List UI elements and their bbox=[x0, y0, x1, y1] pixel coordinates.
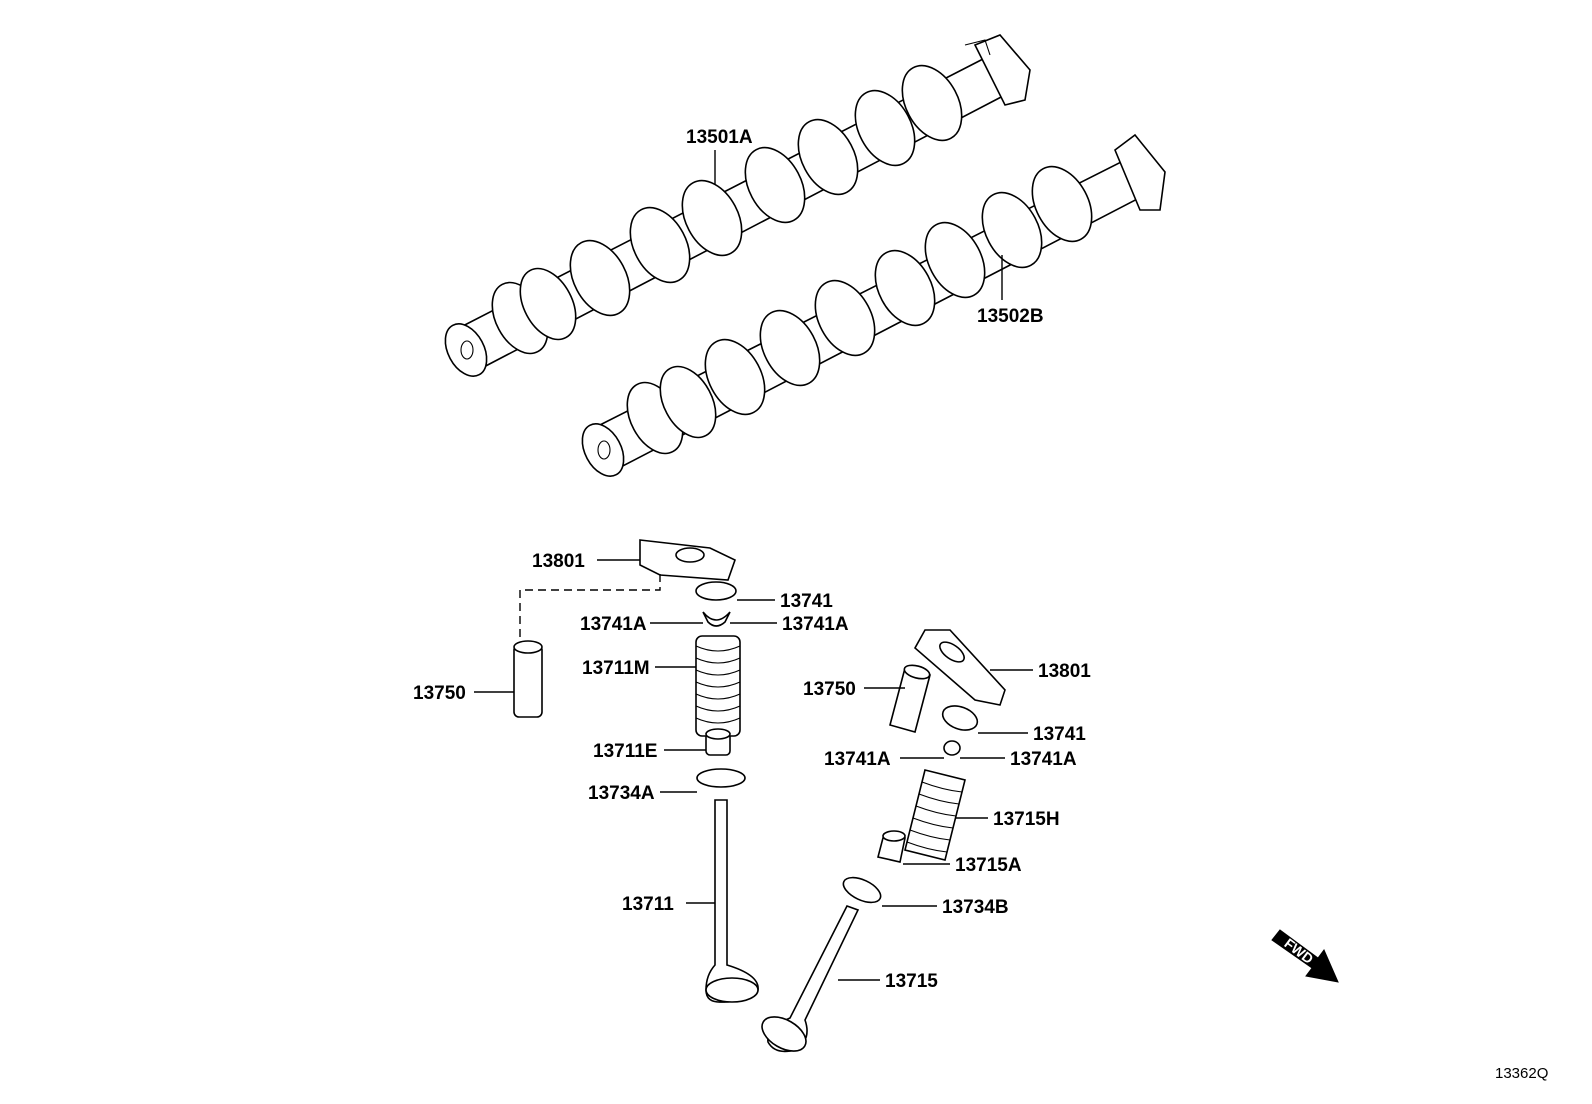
leader-lines bbox=[474, 150, 1033, 981]
label-13715A: 13715A bbox=[955, 855, 1022, 876]
label-13715: 13715 bbox=[885, 971, 938, 992]
label-13711M: 13711M bbox=[582, 658, 650, 679]
retainer-left bbox=[695, 581, 737, 601]
lash-adjuster-right bbox=[889, 664, 931, 733]
exhaust-valve bbox=[761, 905, 860, 1053]
label-13741A-right-a: 13741A bbox=[824, 749, 891, 770]
rocker-arm-right bbox=[913, 629, 1006, 706]
part-labels: 13501A 13502B 13801 13750 13741 13741A 1… bbox=[413, 127, 1091, 992]
label-13801-right: 13801 bbox=[1038, 661, 1091, 682]
cam-lobes-lower bbox=[626, 165, 1093, 455]
dashed-leader bbox=[519, 574, 661, 640]
spring-left bbox=[695, 635, 741, 737]
label-13501A: 13501A bbox=[686, 127, 753, 148]
label-13741-right: 13741 bbox=[1033, 724, 1086, 745]
valve-seat-right bbox=[842, 876, 882, 904]
cam-lobes-upper bbox=[491, 64, 963, 355]
label-13750-right: 13750 bbox=[803, 679, 856, 700]
label-13502B: 13502B bbox=[977, 306, 1044, 327]
fwd-arrow: FWD bbox=[1271, 929, 1339, 983]
keeper-left bbox=[702, 611, 731, 627]
keeper-right bbox=[943, 740, 961, 756]
intake-valve bbox=[705, 799, 759, 1003]
label-13711E: 13711E bbox=[593, 741, 657, 762]
label-13741-left: 13741 bbox=[780, 591, 833, 612]
label-13741A-right-b: 13741A bbox=[1010, 749, 1077, 770]
camshaft-upper bbox=[444, 34, 1031, 377]
retainer-right bbox=[941, 705, 979, 731]
valve-seat-left bbox=[696, 768, 746, 788]
label-13734A: 13734A bbox=[588, 783, 655, 804]
label-13741A-left-a: 13741A bbox=[580, 614, 647, 635]
spring-seat-right bbox=[877, 830, 906, 863]
label-13741A-left-b: 13741A bbox=[782, 614, 849, 635]
diagram-reference-code: 13362Q bbox=[1495, 1065, 1548, 1082]
camshaft-lower bbox=[581, 133, 1166, 477]
label-13711: 13711 bbox=[622, 894, 674, 915]
rocker-arm-left bbox=[639, 539, 736, 581]
label-13801-left: 13801 bbox=[532, 551, 585, 572]
label-13750-left: 13750 bbox=[413, 683, 466, 704]
spring-seat-left bbox=[705, 728, 731, 756]
label-13715H: 13715H bbox=[993, 809, 1060, 830]
spring-right bbox=[904, 769, 966, 861]
label-13734B: 13734B bbox=[942, 897, 1009, 918]
lash-adjuster-left bbox=[513, 640, 543, 718]
